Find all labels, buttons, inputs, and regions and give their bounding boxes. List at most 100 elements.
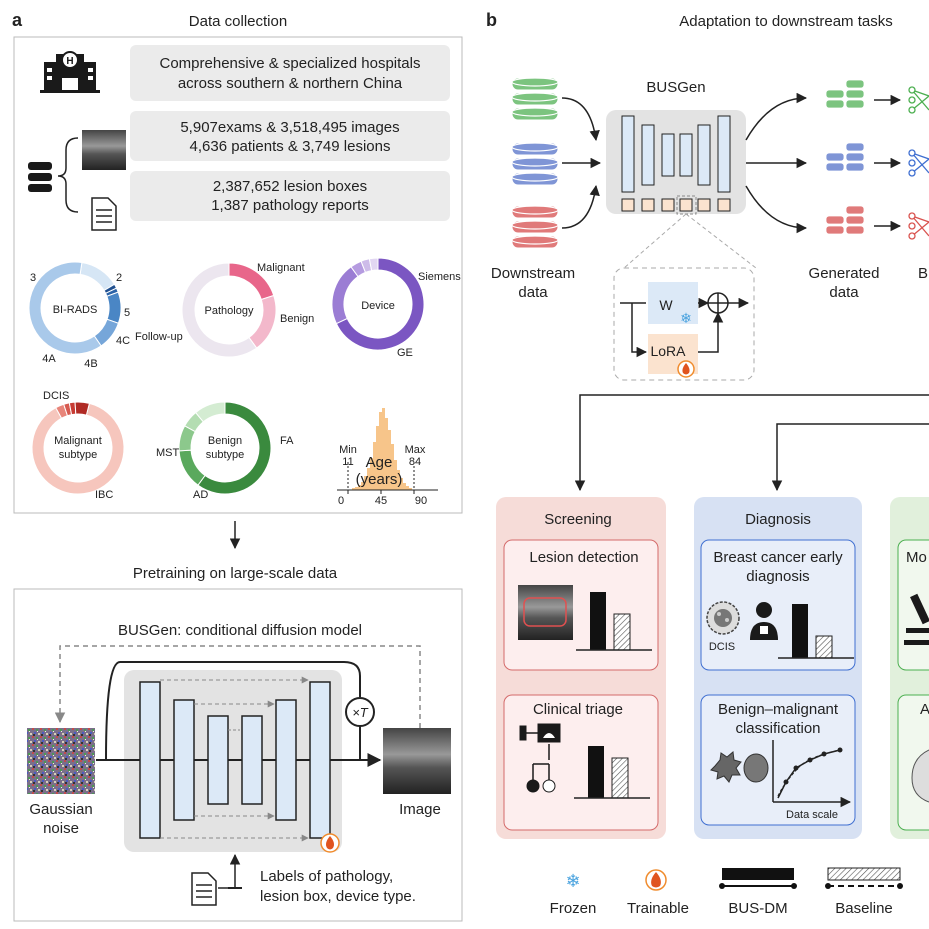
birads-label-5: 5 [124, 307, 130, 319]
age-bar-16 [400, 478, 403, 490]
database-icon [28, 162, 52, 192]
arrow-to-diagnosis [771, 423, 929, 492]
birads-center-label: BI-RADS [53, 304, 98, 316]
arrow-to-screening [574, 394, 929, 492]
age-title-line-1: Age [366, 454, 393, 471]
gen-green-disk-3 [825, 99, 845, 109]
data-collection-title: Data collection [189, 13, 287, 30]
age-min-label: Min [339, 444, 357, 456]
screening-title: Screening [544, 511, 612, 528]
downstream-db-blue [511, 142, 559, 186]
breast-icon [911, 749, 929, 803]
age-bar-11 [385, 418, 388, 490]
network-icon-green [908, 86, 929, 114]
boxes-line-1: 2,387,652 lesion boxes [213, 178, 367, 195]
hospitals-line-2: across southern & northern China [178, 75, 403, 92]
age-bar-1 [355, 487, 358, 490]
db-blue-cap-1 [511, 157, 559, 167]
legend-trainable-label: Trainable [627, 900, 689, 917]
malignant-center-line-1: Malignant [54, 435, 102, 447]
hospital-icon: H [40, 51, 100, 93]
age-bar-2 [358, 485, 361, 490]
db-blue-cap-0 [511, 142, 559, 152]
age-bar-8 [376, 426, 379, 490]
donut-benign-segment-4 [194, 401, 226, 423]
dashed-loop-arrow [54, 645, 421, 728]
early-diagnosis-line-1: Breast cancer early [713, 549, 843, 566]
exams-box [130, 111, 450, 161]
third-top-card[interactable] [897, 539, 929, 671]
age-bar-0 [352, 488, 355, 490]
benign-center-line-1: Benign [208, 435, 242, 447]
lesion-detection-title: Lesion detection [529, 549, 638, 566]
benign-lesion-icon [743, 753, 769, 783]
report-icon [91, 197, 117, 231]
donut-device [331, 257, 425, 351]
gen-green-disk-4 [845, 99, 865, 109]
donut-device-segment-0 [335, 257, 425, 351]
generated-db-green [825, 79, 865, 109]
pathology-label-follow-up: Follow-up [135, 331, 183, 343]
age-max-value: 84 [409, 456, 421, 468]
device-label-siemens: Siemens [418, 271, 461, 283]
benign-label-fa: FA [280, 435, 294, 447]
labels-report-icon [191, 872, 217, 906]
donut-malignant-segment-4 [74, 401, 90, 416]
truncated-label: B [918, 265, 928, 282]
data-scale-label: Data scale [786, 809, 838, 821]
age-bar-7 [373, 442, 376, 490]
downstream-label-line-1: Downstream [491, 265, 575, 282]
w-label: W [659, 297, 673, 313]
lesion-detection-bars [576, 592, 652, 651]
legend-frozen-label: Frozen [550, 900, 597, 917]
donut-device-segment-4 [368, 257, 379, 272]
db-green-cap-1 [511, 92, 559, 102]
noise-label-line-2: noise [43, 820, 79, 837]
early-diagnosis-bars [778, 604, 854, 659]
age-min-value: 11 [342, 456, 353, 468]
panel-b-title: Adaptation to downstream tasks [679, 13, 892, 30]
db-red-cap-2 [511, 235, 559, 245]
age-bar-6 [370, 458, 373, 490]
age-bar-10 [382, 408, 385, 490]
donut-birads-segment-3 [106, 291, 122, 324]
donut-pathology [181, 262, 277, 358]
generated-label-line-2: data [829, 284, 859, 301]
birads-label-4b: 4B [84, 358, 97, 370]
device-center-label: Device [361, 300, 395, 312]
bars-early-busdm-bar [792, 604, 808, 658]
doctor-icon [750, 602, 778, 640]
trainable-icon [677, 360, 695, 378]
network-icon-red [908, 212, 929, 240]
benign-label-ad: AD [193, 489, 208, 501]
pathology-center-label: Pathology [205, 305, 254, 317]
bars-early-baseline-bar [815, 635, 833, 659]
age-bar-15 [397, 470, 400, 490]
clinical-triage-title: Clinical triage [533, 701, 623, 718]
dcis-label: DCIS [709, 641, 735, 653]
third-top-label: Mo [906, 549, 927, 566]
legend-frozen-icon: ❄ [565, 871, 580, 892]
birads-label-3: 3 [30, 272, 36, 284]
db-red-cap-0 [511, 205, 559, 215]
early-diagnosis-line-2: diagnosis [746, 568, 809, 585]
db-red-cap-1 [511, 220, 559, 230]
age-bar-9 [379, 412, 382, 490]
gen-red-disk-0 [825, 215, 845, 225]
legend-busdm-label: BUS-DM [728, 900, 787, 917]
triage-icon [519, 723, 561, 793]
exams-line-2: 4,636 patients & 3,749 lesions [190, 138, 391, 155]
gaussian-noise-image [27, 728, 95, 794]
age-tick-0: 0 [338, 495, 344, 507]
gen-blue-disk-3 [825, 162, 845, 172]
clinical-triage-bars [574, 746, 650, 799]
gen-red-disk-1 [845, 205, 865, 215]
benign-label-mst: MST [156, 447, 180, 459]
gen-green-disk-2 [845, 89, 865, 99]
brace [57, 137, 79, 213]
downstream-db-red [511, 205, 559, 249]
benign-malignant-card[interactable] [700, 694, 856, 826]
diagnosis-title: Diagnosis [745, 511, 811, 528]
generated-db-red [825, 205, 865, 235]
noise-label-line-1: Gaussian [29, 801, 92, 818]
